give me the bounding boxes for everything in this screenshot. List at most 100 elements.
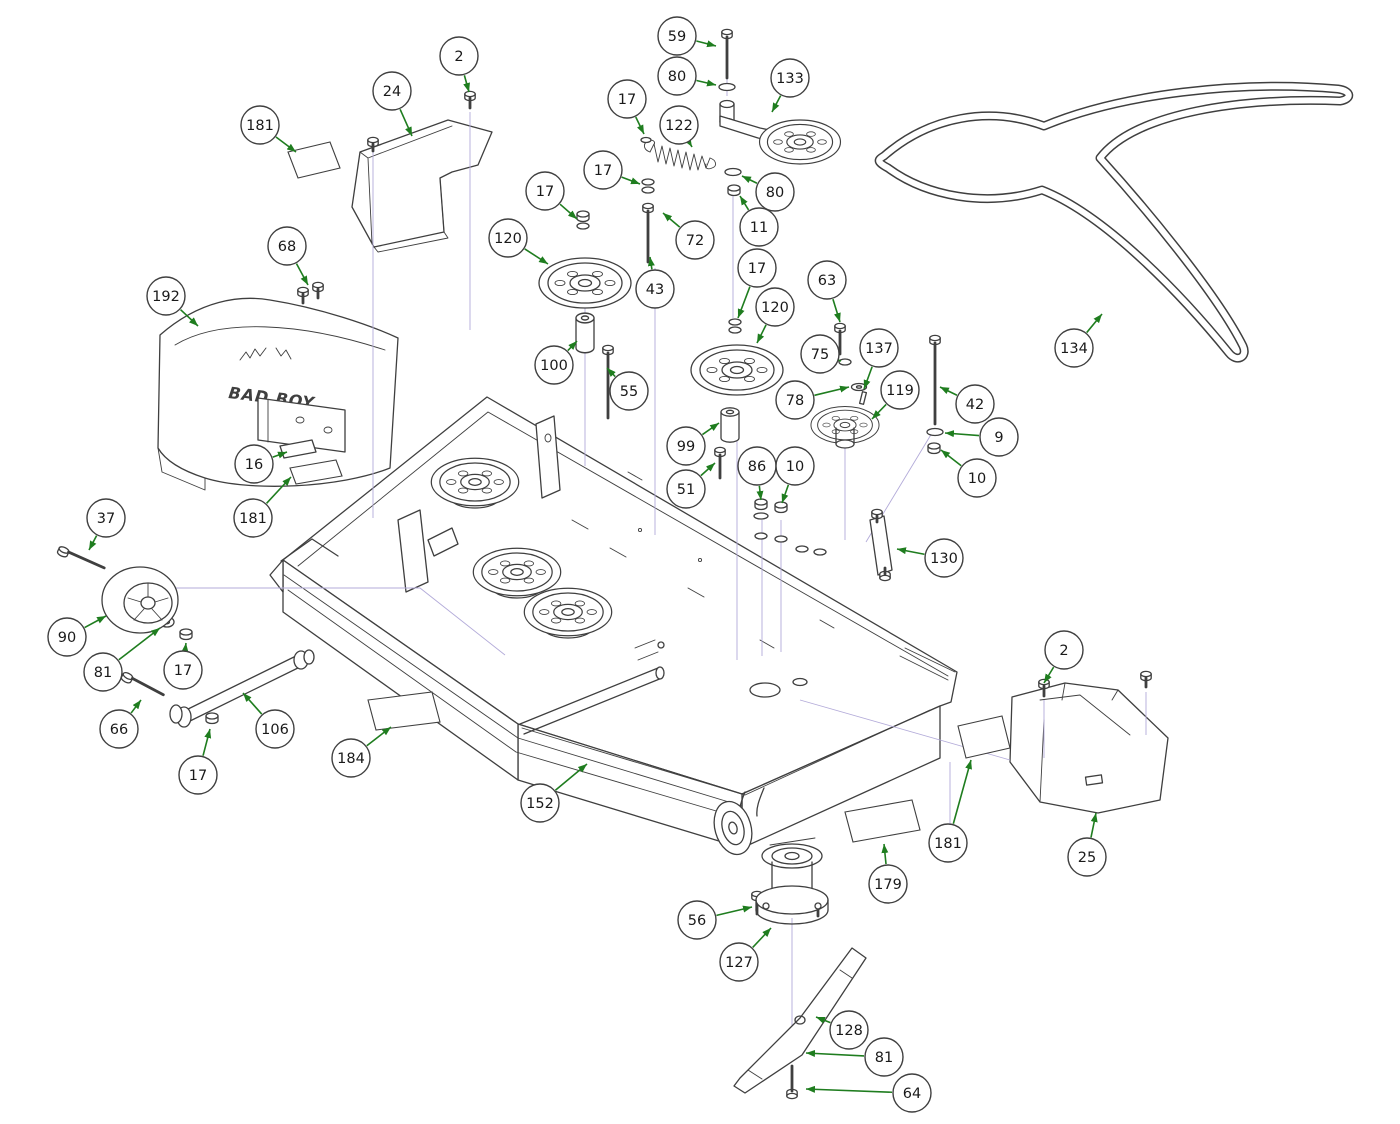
callout-leader-arrow (881, 843, 889, 865)
callout-9: 9 (944, 417, 1019, 457)
callout-179: 179 (868, 843, 908, 904)
nut-10-right (927, 442, 941, 455)
callout-leader-arrow (606, 367, 616, 378)
callout-number: 43 (646, 282, 664, 298)
callout-leader-arrow (180, 309, 199, 327)
callout-181: 181 (928, 759, 972, 863)
key-137 (858, 391, 868, 405)
callout-number: 72 (686, 233, 704, 249)
callout-number: 120 (761, 300, 789, 316)
callout-100: 100 (534, 340, 578, 385)
callout-leader-arrow (805, 1049, 865, 1057)
callout-99: 99 (666, 422, 720, 466)
callout-leader-arrow (84, 615, 107, 629)
callout-leader-arrow (752, 927, 772, 948)
callout-number: 181 (239, 511, 267, 527)
decal-181-mid (289, 459, 343, 485)
callout-balloon (488, 218, 528, 258)
callout-balloon (1044, 630, 1084, 670)
callout-59: 59 (657, 16, 717, 56)
callout-56: 56 (677, 900, 753, 940)
callout-119: 119 (871, 370, 920, 420)
callout-number: 16 (245, 457, 263, 473)
callout-leader-arrow (295, 263, 309, 286)
callout-number: 17 (618, 92, 636, 108)
callout-17: 17 (178, 728, 218, 795)
callout-2: 2 (439, 36, 479, 93)
callout-balloon (657, 56, 697, 96)
callout-balloon (146, 276, 186, 316)
callout-balloon (609, 371, 649, 411)
nut-86 (754, 498, 768, 511)
callout-number: 192 (152, 289, 180, 305)
callout-balloon (178, 755, 218, 795)
callout-number: 78 (786, 393, 804, 409)
callout-balloon (864, 1037, 904, 1077)
callout-balloon (755, 287, 795, 327)
callout-leader-arrow (463, 75, 470, 93)
callout-51: 51 (666, 462, 716, 509)
callout-90: 90 (47, 615, 107, 657)
bolt-42 (929, 334, 941, 426)
callout-balloon (255, 709, 295, 749)
callout-leader-arrow (399, 108, 413, 137)
callout-balloon (635, 269, 675, 309)
eyebolt-72-43 (642, 202, 654, 264)
callout-balloon (955, 384, 995, 424)
callout-leader-arrow (944, 430, 980, 438)
callout-balloon (880, 370, 920, 410)
callout-42: 42 (939, 384, 995, 424)
screw-2-left (464, 90, 476, 110)
callout-leader-arrow (814, 385, 850, 397)
callout-balloon (775, 446, 815, 486)
blade-128 (733, 947, 867, 1094)
callout-leader-arrow (952, 759, 972, 824)
callout-134: 134 (1054, 313, 1103, 368)
callout-number: 128 (835, 1023, 863, 1039)
callout-leader-arrow (266, 476, 292, 504)
callout-number: 68 (278, 239, 296, 255)
callout-balloon (829, 1010, 869, 1050)
bolt-64 (786, 1064, 798, 1100)
callout-number: 25 (1078, 850, 1096, 866)
callout-leader-arrow (940, 449, 962, 467)
callout-balloon (892, 1073, 932, 1113)
decal-184 (367, 691, 441, 731)
callout-number: 11 (750, 220, 768, 236)
callout-number: 9 (994, 430, 1003, 446)
callout-number: 2 (1059, 643, 1068, 659)
decals (287, 141, 1011, 843)
callout-80: 80 (657, 56, 717, 96)
callout-balloon (240, 105, 280, 145)
spacer-100 (575, 312, 595, 354)
callout-leader-arrow (130, 699, 142, 714)
callout-leader-arrow (739, 195, 750, 211)
callout-balloon (859, 328, 899, 368)
callout-128: 128 (815, 1010, 869, 1050)
washer-17-b (641, 186, 655, 194)
callout-number: 181 (246, 118, 274, 134)
callout-number: 66 (110, 722, 128, 738)
drive-belt-134 (874, 81, 1354, 363)
callout-184: 184 (331, 726, 392, 778)
washer-17-a (641, 178, 655, 186)
callout-number: 133 (776, 71, 804, 87)
callout-leader-arrow (554, 763, 588, 791)
callout-balloon (666, 469, 706, 509)
callout-leader-arrow (863, 366, 873, 390)
callout-balloon (924, 538, 964, 578)
callout-leader-arrow (559, 203, 578, 220)
callout-number: 120 (494, 231, 522, 247)
callout-balloon (372, 71, 412, 111)
callout-133: 133 (770, 58, 810, 113)
nut-11 (727, 184, 741, 197)
belt-shield-25 (1009, 682, 1169, 814)
wheel-arm-106 (169, 649, 315, 728)
callout-63: 63 (807, 260, 847, 323)
callout-leader-arrow (567, 340, 578, 352)
caster-wheel (713, 800, 753, 856)
callout-leader-arrow (700, 462, 716, 477)
callout-number: 17 (189, 768, 207, 784)
callout-balloon (677, 900, 717, 940)
callout-leader-arrow (684, 137, 693, 148)
